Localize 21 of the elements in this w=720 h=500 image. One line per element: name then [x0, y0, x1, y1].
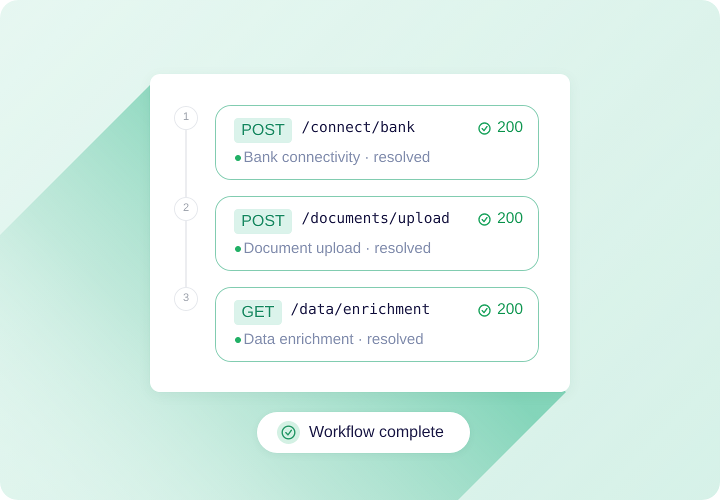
status-code: 200: [497, 209, 523, 229]
step-description: Bank connectivity · resolved: [244, 148, 430, 168]
step-card: [215, 196, 539, 271]
method-badge: POST: [234, 209, 292, 234]
method-badge: POST: [234, 118, 292, 143]
endpoint-path: /documents/upload: [302, 210, 450, 229]
step-description: Data enrichment · resolved: [244, 330, 424, 350]
status-code: 200: [497, 118, 523, 138]
status-code: 200: [497, 300, 523, 320]
step-number-circle: 2: [174, 197, 198, 221]
status-label: Workflow complete: [309, 424, 444, 442]
step-number-circle: 3: [174, 287, 198, 311]
step-card: [215, 287, 539, 362]
endpoint-path: /connect/bank: [302, 119, 415, 138]
endpoint-path: /data/enrichment: [290, 301, 430, 320]
method-badge: GET: [234, 300, 282, 325]
card-panel: [150, 74, 570, 392]
step-description: Document upload · resolved: [244, 238, 432, 258]
step-number-circle: 1: [174, 106, 198, 130]
status-pill: [257, 412, 470, 453]
step-card: [215, 105, 539, 180]
